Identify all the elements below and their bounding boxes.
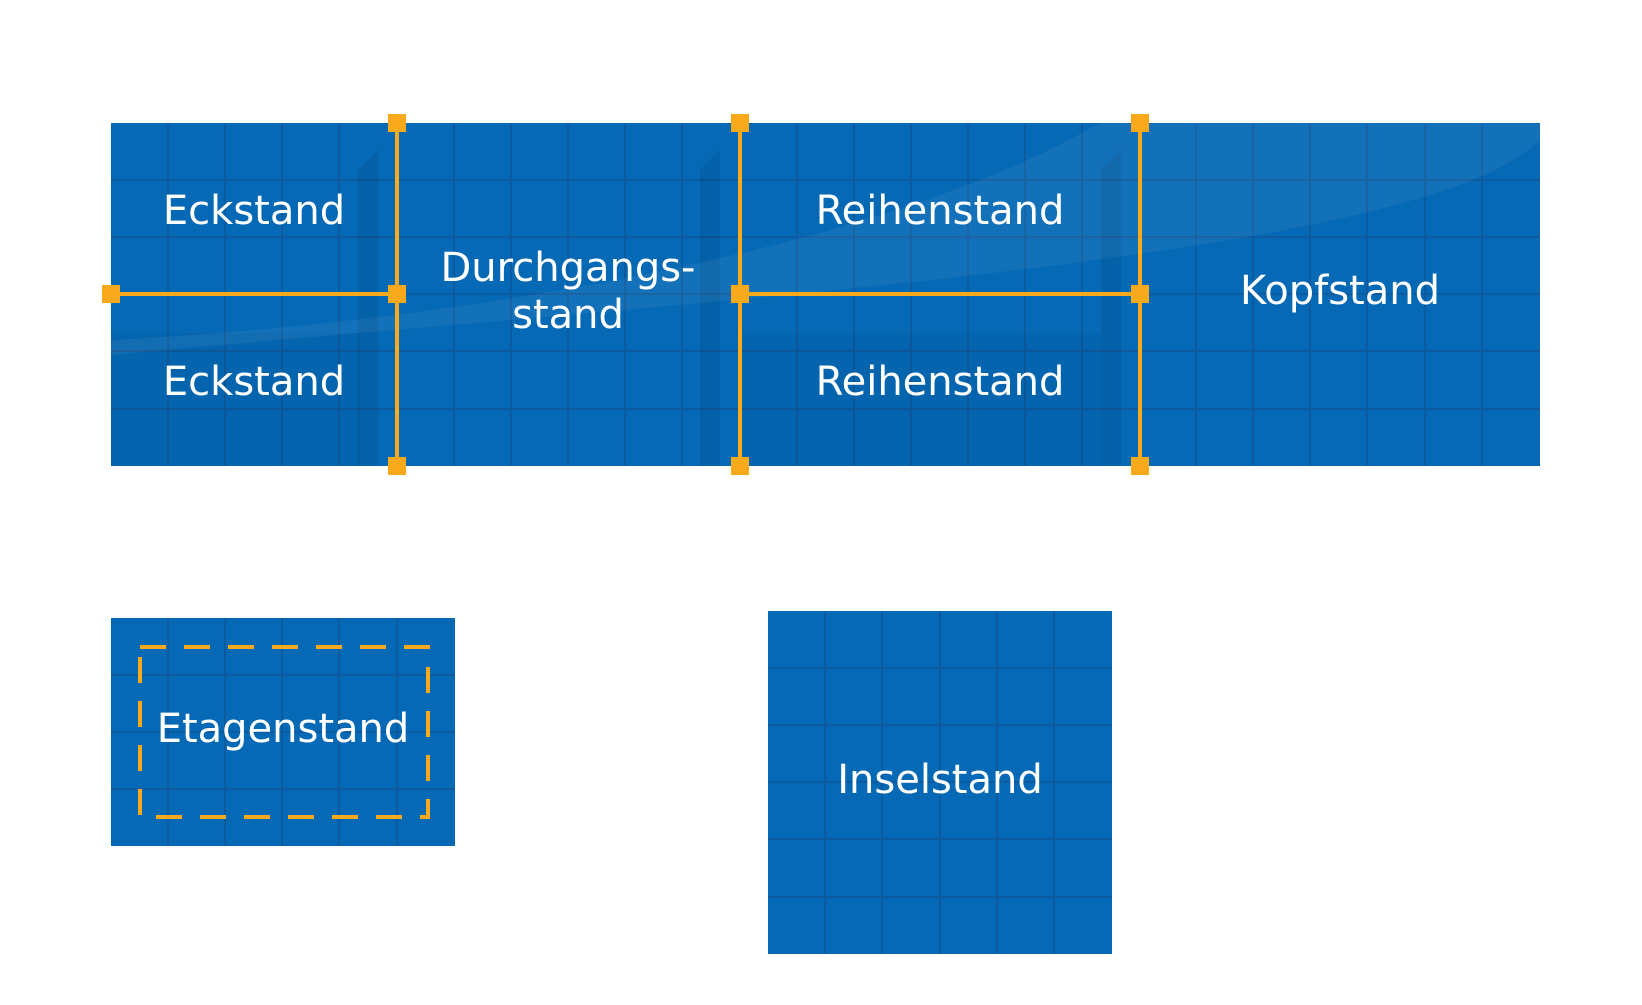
label-corner-booth-bottom: Eckstand <box>163 359 345 405</box>
label-head-booth: Kopfstand <box>1240 268 1440 314</box>
label-floor-booth: Etagenstand <box>157 706 410 752</box>
handle <box>388 457 406 475</box>
floor-booth-upper-level-outline <box>138 645 430 819</box>
divider-handles <box>102 114 1149 475</box>
floor-booth: Etagenstand <box>111 618 455 846</box>
label-row-booth-top: Reihenstand <box>816 188 1065 234</box>
handle <box>731 285 749 303</box>
floor-booth-grid <box>111 618 455 846</box>
handle <box>388 114 406 132</box>
handle <box>1131 285 1149 303</box>
label-corner-booth-top: Eckstand <box>163 188 345 234</box>
handle <box>1131 457 1149 475</box>
handle <box>102 285 120 303</box>
island-booth: Inselstand <box>768 611 1112 954</box>
label-row-booth-bottom: Reihenstand <box>816 359 1065 405</box>
booth-strip-shading <box>111 123 1540 466</box>
label-passage-booth-line2: stand <box>512 292 624 338</box>
island-booth-grid <box>768 611 1112 954</box>
label-passage-booth-line1: Durchgangs- <box>441 245 696 291</box>
label-island-booth: Inselstand <box>837 757 1043 803</box>
handle <box>731 457 749 475</box>
handle <box>1131 114 1149 132</box>
booth-strip: Eckstand Eckstand Durchgangs- stand Reih… <box>102 114 1540 475</box>
handle <box>388 285 406 303</box>
handle <box>731 114 749 132</box>
